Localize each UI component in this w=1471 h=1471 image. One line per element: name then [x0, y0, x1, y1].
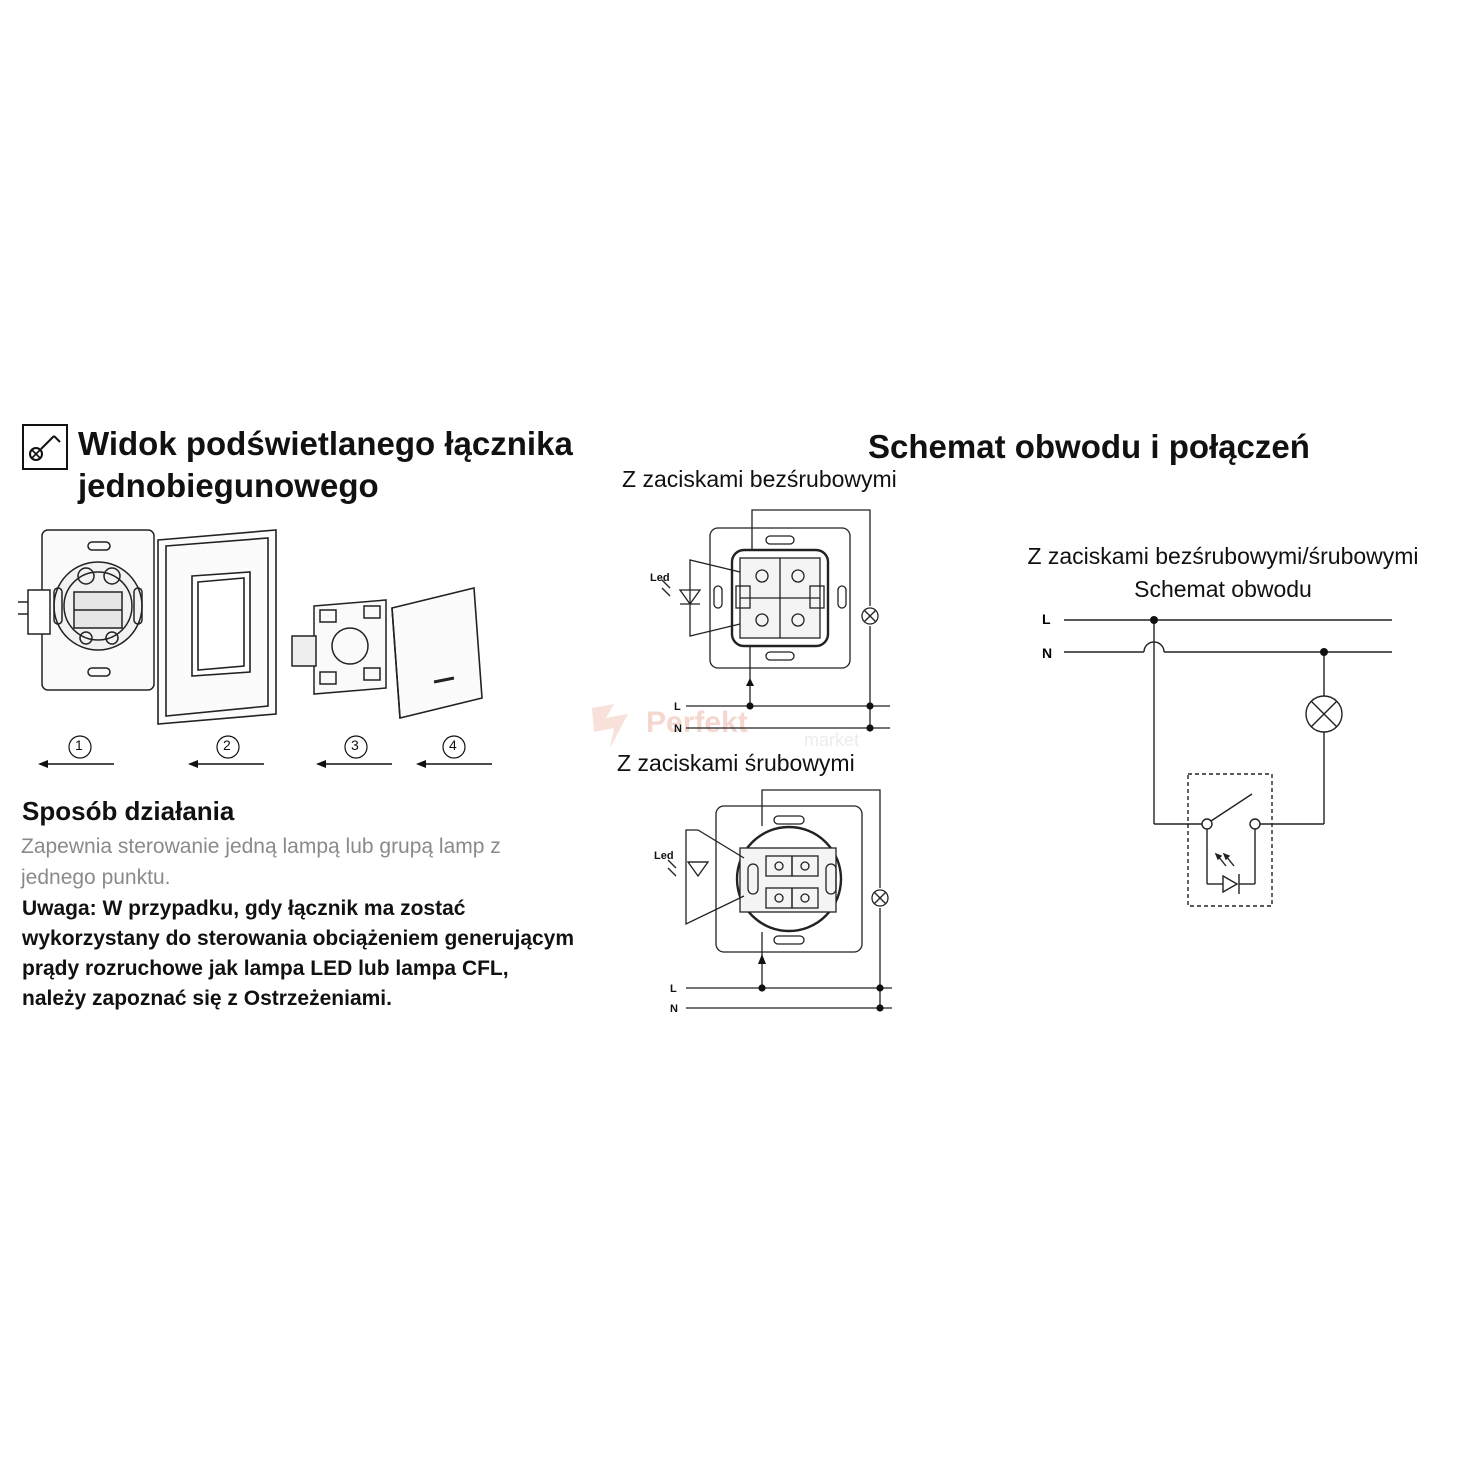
step-number: 1	[75, 737, 83, 753]
screwless-caption: Z zaciskami bezśrubowymi	[622, 466, 897, 492]
operation-description-line1: Zapewnia sterowanie jedną lampą lub grup…	[21, 835, 501, 858]
warning-line4: należy zapoznać się z Ostrzeżeniami.	[22, 987, 392, 1010]
circuit-caption-line1: Z zaciskami bezśrubowymi/śrubowymi	[1027, 543, 1419, 569]
rocker-carrier	[291, 599, 387, 695]
exploded-view-illustration	[14, 518, 504, 733]
switch-symbol-icon	[22, 424, 68, 475]
screw-caption: Z zaciskami śrubowymi	[617, 750, 855, 776]
n-label: N	[674, 723, 682, 735]
assembly-step-4: 4	[414, 734, 494, 768]
circuit-title: Schemat obwodu i połączeń	[868, 428, 1310, 465]
watermark-brand: Perfekt	[646, 706, 748, 739]
l-label: L	[1042, 611, 1051, 627]
n-label: N	[670, 1003, 678, 1015]
assembly-step-2: 2	[186, 734, 266, 768]
step-number: 2	[223, 737, 231, 753]
step-number: 4	[449, 737, 457, 753]
circuit-schematic: L N	[1030, 600, 1410, 925]
circuit-caption-line2: Schemat obwodu	[1134, 576, 1312, 602]
lamp-icon	[1305, 695, 1343, 733]
operation-heading: Sposób działania	[22, 796, 235, 826]
step-number: 3	[351, 737, 359, 753]
rocker	[391, 586, 483, 720]
watermark-suffix: market	[804, 730, 860, 750]
warning-note: Uwaga: W przypadku, gdy łącznik ma zosta…	[22, 894, 574, 1014]
page-title-line1: Widok podświetlanego łącznika	[78, 425, 573, 462]
screw-wiring-diagram: Led L N	[640, 782, 900, 1023]
led-label: Led	[654, 850, 674, 862]
watermark-logo-icon	[592, 704, 628, 748]
lamp-icon	[871, 889, 889, 907]
led-symbol	[1214, 852, 1240, 894]
assembly-step-1: 1	[36, 734, 116, 768]
operation-description: Zapewnia sterowanie jedną lampą lub grup…	[21, 831, 501, 893]
led-label: Led	[650, 572, 670, 584]
led-symbol	[667, 859, 710, 878]
led-symbol	[661, 579, 702, 606]
warning-line1: Uwaga: W przypadku, gdy łącznik ma zosta…	[22, 897, 466, 920]
page-title: Widok podświetlanego łącznika jednobiegu…	[78, 423, 573, 507]
lamp-icon	[861, 607, 879, 625]
warning-line3: prądy rozruchowe jak lampa LED lub lampa…	[22, 957, 509, 980]
screwless-wiring-diagram: Led L N	[640, 500, 900, 743]
mechanism-with-frame	[18, 529, 155, 691]
l-label: L	[674, 701, 681, 713]
warning-line2: wykorzystany do sterowania obciążeniem g…	[22, 927, 575, 950]
n-label: N	[1042, 645, 1052, 661]
cover-frame	[157, 529, 277, 725]
page-title-line2: jednobiegunowego	[78, 467, 379, 504]
l-label: L	[670, 983, 677, 995]
operation-description-line2: jednego punktu.	[21, 866, 171, 889]
assembly-step-3: 3	[314, 734, 394, 768]
watermark: Perfekt market	[584, 700, 894, 760]
circuit-caption: Z zaciskami bezśrubowymi/śrubowymi Schem…	[996, 540, 1450, 606]
